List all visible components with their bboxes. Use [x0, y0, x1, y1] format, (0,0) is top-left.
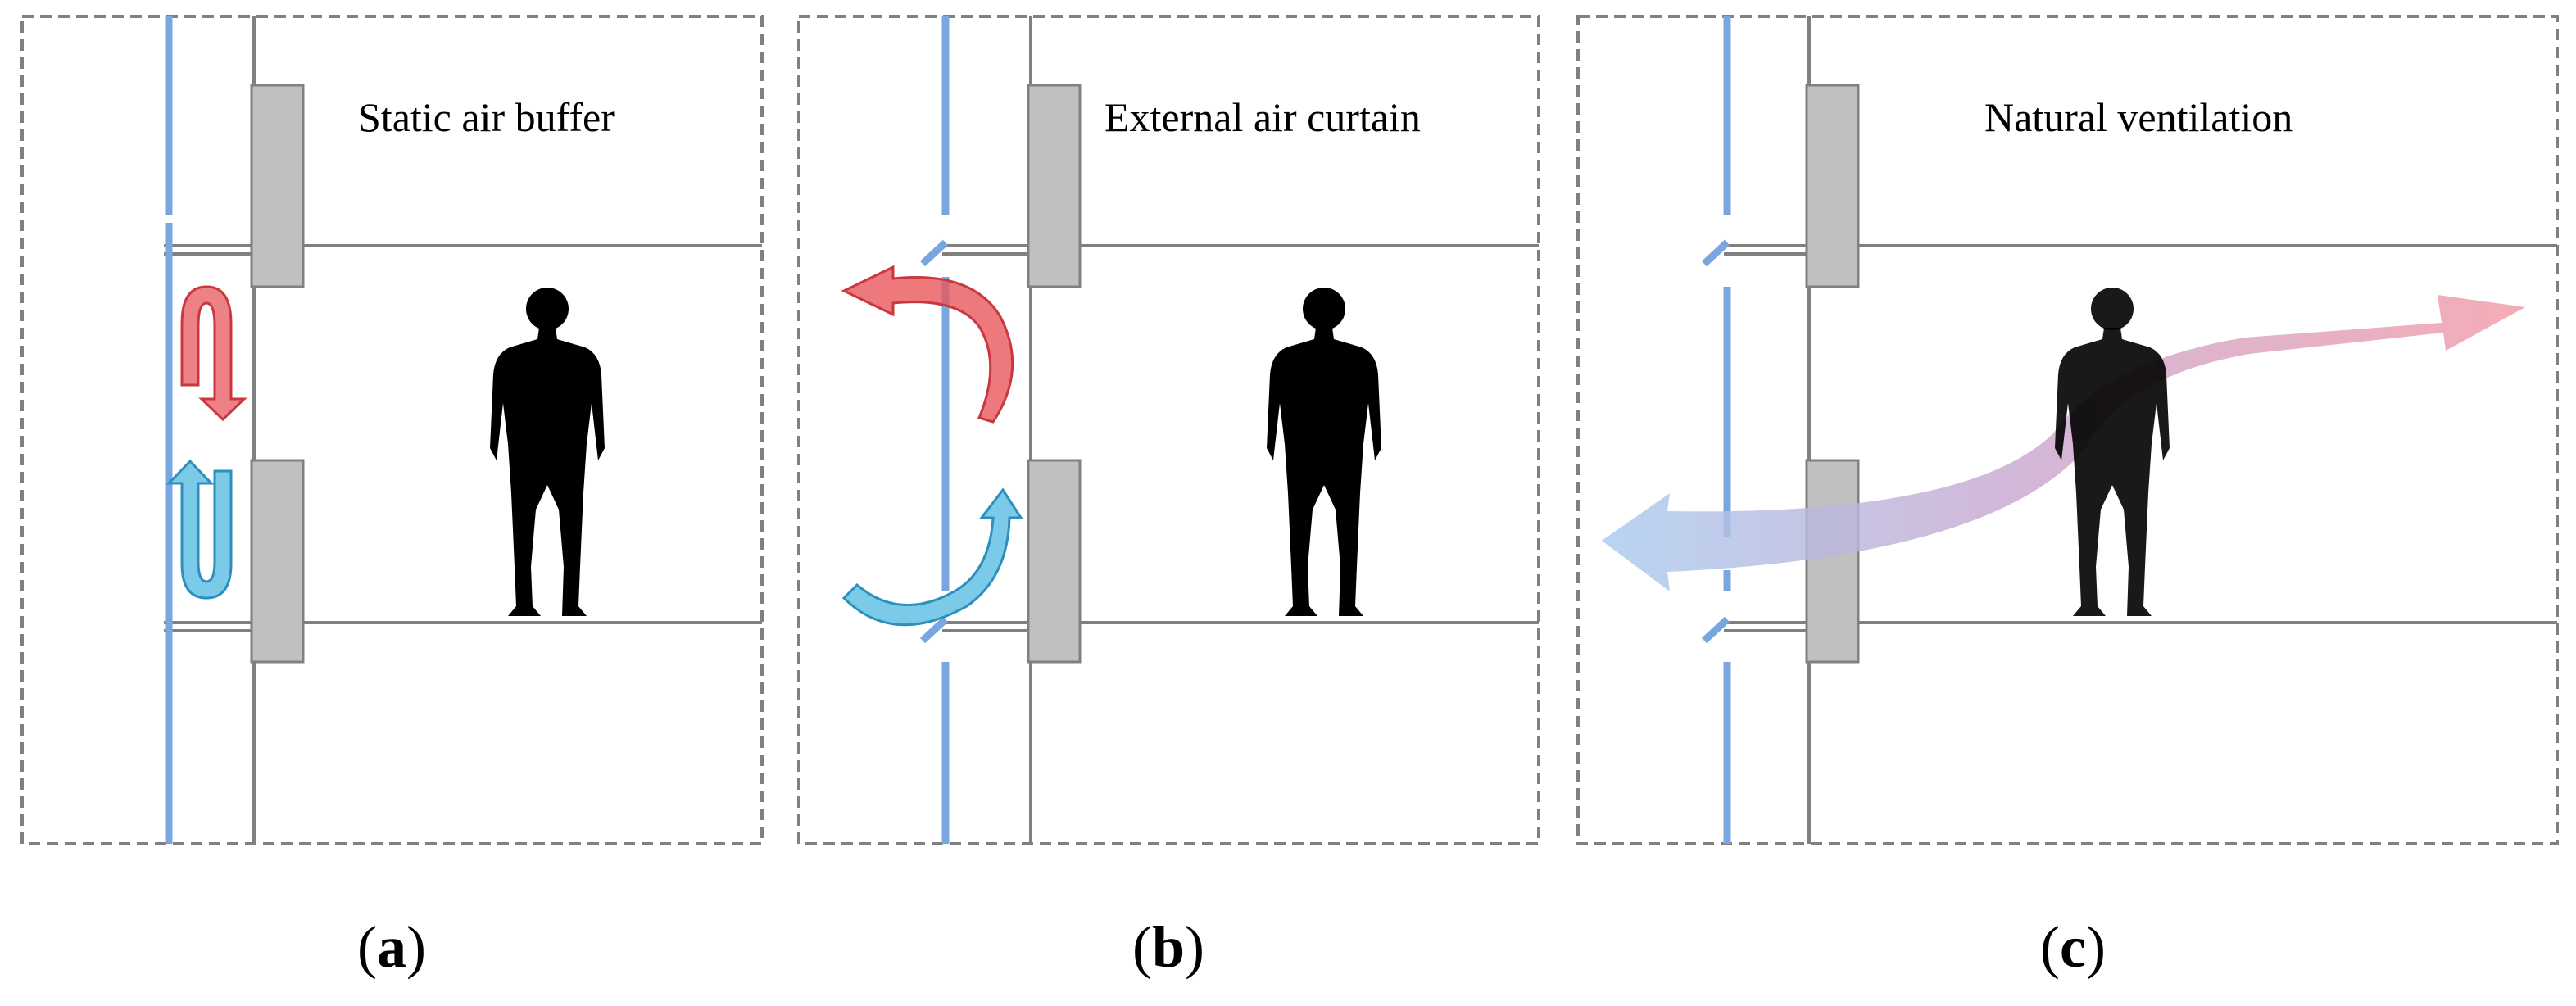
panel-label: (a): [357, 914, 426, 980]
ceiling-beam-upper: [1805, 84, 1860, 288]
panel-title: External air curtain: [1104, 94, 1421, 140]
cross-ventilation-airflow-arrow: [1602, 295, 2525, 591]
warm-air-loop-arrow: [180, 285, 247, 422]
panel-label: (b): [1132, 914, 1204, 980]
ceiling-beam-lower: [1805, 459, 1860, 664]
ceiling-beam-lower: [1027, 459, 1082, 664]
panel-b: External air curtain (b): [797, 15, 1540, 980]
cool-air-curtain-arrow: [841, 487, 1023, 627]
panel-label: (c): [2040, 914, 2106, 980]
cool-air-loop-arrow: [166, 459, 233, 600]
warm-air-curtain-arrow: [841, 265, 1014, 424]
panel-a: Static air buffer (a): [20, 15, 764, 980]
ceiling-beam-upper: [250, 84, 305, 288]
ceiling-beam-upper: [1027, 84, 1082, 288]
panel-frame: [1576, 15, 2559, 845]
panel-c: Natural ventilation (c): [1576, 15, 2559, 980]
panel-frame: [797, 15, 1540, 845]
panel-frame: [20, 15, 764, 845]
person-silhouette-icon: [490, 288, 605, 616]
person-silhouette-icon: [1267, 288, 1381, 616]
panel-title: Static air buffer: [358, 94, 615, 140]
panel-title: Natural ventilation: [1984, 94, 2293, 140]
outer-glass-skin-with-vents: [919, 16, 950, 844]
ceiling-beam-lower: [250, 459, 305, 664]
outer-glass-skin-with-vents: [1701, 16, 1731, 844]
